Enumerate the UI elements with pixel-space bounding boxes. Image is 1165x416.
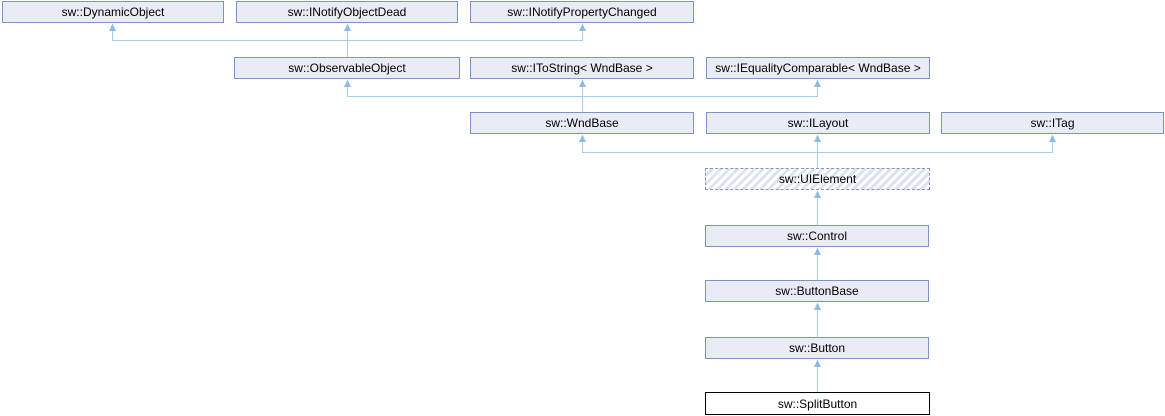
arrowhead-inotifyobjectdead [344, 23, 351, 31]
class-node-sw-control[interactable]: sw::Control [705, 225, 929, 247]
class-node-sw-ilayout[interactable]: sw::ILayout [706, 112, 930, 134]
arrowhead-ilayout [814, 134, 821, 142]
arrowhead-itag [1049, 134, 1056, 142]
class-node-sw-inotifyobjectdead[interactable]: sw::INotifyObjectDead [236, 1, 458, 23]
arrowhead-iequalitycomparable [814, 79, 821, 87]
arrowhead-button [814, 359, 821, 367]
class-node-sw-wndbase[interactable]: sw::WndBase [470, 112, 694, 134]
class-node-sw-button[interactable]: sw::Button [705, 337, 929, 359]
arrowhead-wndbase [579, 134, 586, 142]
class-node-sw-uielement[interactable]: sw::UIElement [705, 168, 930, 190]
class-node-sw-inotifypropertychanged[interactable]: sw::INotifyPropertyChanged [470, 1, 694, 23]
class-node-sw-dynamicobject[interactable]: sw::DynamicObject [2, 1, 224, 23]
edge-observableobject-dynamicobject [112, 30, 348, 57]
class-node-sw-iequalitycomparable[interactable]: sw::IEqualityComparable< WndBase > [706, 57, 930, 79]
class-node-sw-itostring[interactable]: sw::IToString< WndBase > [470, 57, 694, 79]
class-node-sw-itag[interactable]: sw::ITag [941, 112, 1164, 134]
arrowhead-dynamicobject [109, 23, 116, 31]
arrowhead-inotifypropertychanged [579, 23, 586, 31]
edge-wndbase-iequalitycomparable [582, 87, 818, 112]
arrowhead-uielement [814, 190, 821, 198]
arrowhead-buttonbase [814, 302, 821, 310]
arrowhead-observableobject [344, 79, 351, 87]
edge-observableobject-inotifypropertychanged [347, 30, 583, 57]
class-node-sw-buttonbase[interactable]: sw::ButtonBase [705, 280, 929, 302]
class-node-sw-splitbutton-current: sw::SplitButton [705, 392, 930, 415]
class-node-label: sw::UIElement [778, 172, 857, 186]
edge-uielement-itag [817, 142, 1053, 168]
edge-wndbase-observableobject [347, 87, 583, 112]
arrowhead-itostring [579, 79, 586, 87]
edge-uielement-wndbase [582, 142, 818, 168]
arrowhead-control [814, 247, 821, 255]
class-node-sw-observableobject[interactable]: sw::ObservableObject [234, 57, 460, 79]
